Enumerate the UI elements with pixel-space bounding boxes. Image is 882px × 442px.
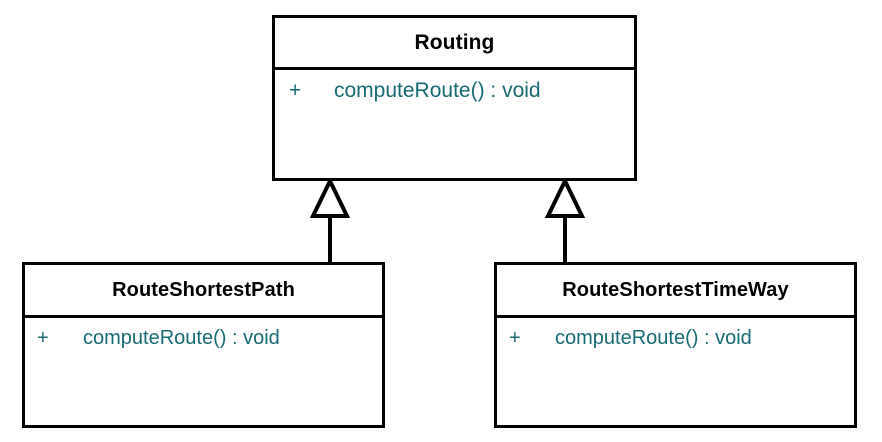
operation-signature: computeRoute() : void xyxy=(334,79,541,102)
class-box-route-shortest-time-way[interactable]: RouteShortestTimeWay + computeRoute() : … xyxy=(494,262,857,428)
class-name-route-shortest-path: RouteShortestPath xyxy=(25,265,382,318)
visibility-marker: + xyxy=(289,79,302,102)
generalization-arrowhead-left xyxy=(309,176,351,218)
operation-row: + computeRoute() : void xyxy=(275,79,634,103)
class-name-routing: Routing xyxy=(275,18,634,70)
operation-row: + computeRoute() : void xyxy=(497,327,854,350)
class-box-route-shortest-path[interactable]: RouteShortestPath + computeRoute() : voi… xyxy=(22,262,385,428)
generalization-arrowhead-right xyxy=(544,176,586,218)
operation-signature: computeRoute() : void xyxy=(555,327,752,349)
operations-compartment-routing: + computeRoute() : void xyxy=(275,70,634,178)
generalization-edge-route-shortest-time-way xyxy=(544,176,586,262)
generalization-edge-route-shortest-path xyxy=(309,176,351,262)
class-box-routing[interactable]: Routing + computeRoute() : void xyxy=(272,15,637,181)
operations-compartment-route-shortest-path: + computeRoute() : void xyxy=(25,318,382,425)
visibility-marker: + xyxy=(37,327,49,349)
operation-signature: computeRoute() : void xyxy=(83,327,280,349)
class-name-route-shortest-time-way: RouteShortestTimeWay xyxy=(497,265,854,318)
operations-compartment-route-shortest-time-way: + computeRoute() : void xyxy=(497,318,854,425)
visibility-marker: + xyxy=(509,327,521,349)
operation-row: + computeRoute() : void xyxy=(25,327,382,350)
